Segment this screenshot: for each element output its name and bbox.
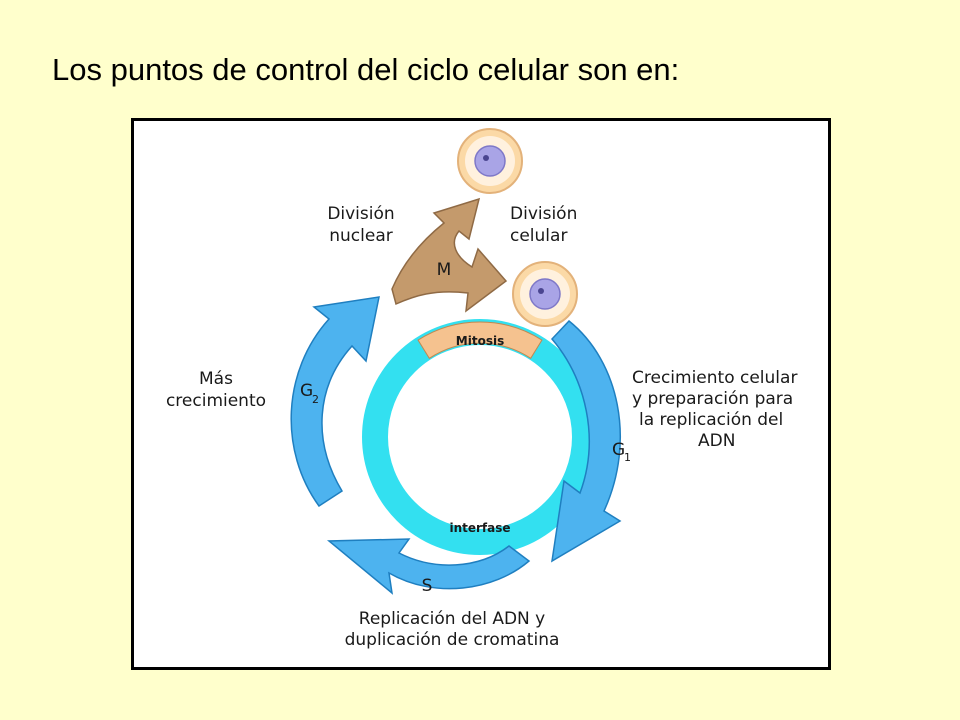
m-arrow bbox=[391, 197, 508, 313]
svg-text:2: 2 bbox=[312, 393, 319, 406]
svg-text:G: G bbox=[300, 381, 313, 401]
daughter-cell-top bbox=[457, 128, 523, 194]
daughter-cell-bottom bbox=[512, 261, 578, 327]
svg-text:la replicación del: la replicación del bbox=[639, 410, 783, 430]
svg-text:Replicación del ADN y: Replicación del ADN y bbox=[359, 609, 545, 629]
svg-text:1: 1 bbox=[624, 451, 631, 464]
m-phase-label: M bbox=[437, 260, 452, 280]
s-arrow bbox=[326, 538, 531, 595]
svg-text:crecimiento: crecimiento bbox=[166, 391, 266, 411]
svg-text:duplicación de cromatina: duplicación de cromatina bbox=[345, 630, 560, 650]
g2-description: Más crecimiento bbox=[166, 369, 266, 411]
svg-text:Más: Más bbox=[199, 369, 233, 389]
s-description: Replicación del ADN y duplicación de cro… bbox=[345, 609, 560, 650]
g1-arrow bbox=[550, 319, 622, 563]
svg-text:Crecimiento celular: Crecimiento celular bbox=[632, 368, 797, 388]
svg-text:nuclear: nuclear bbox=[329, 226, 392, 246]
svg-text:División: División bbox=[510, 204, 577, 224]
inner-ring: Mitosis interfase bbox=[362, 319, 598, 555]
mitosis-label: Mitosis bbox=[456, 334, 504, 348]
s-phase-label: S bbox=[422, 576, 433, 596]
m-description: División nuclear bbox=[327, 204, 394, 246]
g1-phase-label: G 1 bbox=[612, 440, 631, 464]
slide-title: Los puntos de control del ciclo celular … bbox=[52, 52, 680, 87]
g2-arrow bbox=[290, 296, 380, 508]
interfase-label: interfase bbox=[449, 521, 510, 535]
cell-cycle-diagram: Mitosis interfase bbox=[131, 118, 831, 670]
svg-text:celular: celular bbox=[510, 226, 567, 246]
svg-text:G: G bbox=[612, 440, 625, 460]
svg-text:ADN: ADN bbox=[698, 431, 735, 451]
mitosis-segment bbox=[417, 321, 543, 360]
svg-text:División: División bbox=[327, 204, 394, 224]
cytokinesis-description: División celular bbox=[510, 204, 577, 246]
g1-description: Crecimiento celular y preparación para l… bbox=[632, 368, 797, 451]
svg-text:y preparación para: y preparación para bbox=[632, 389, 793, 409]
g2-phase-label: G 2 bbox=[300, 381, 319, 406]
